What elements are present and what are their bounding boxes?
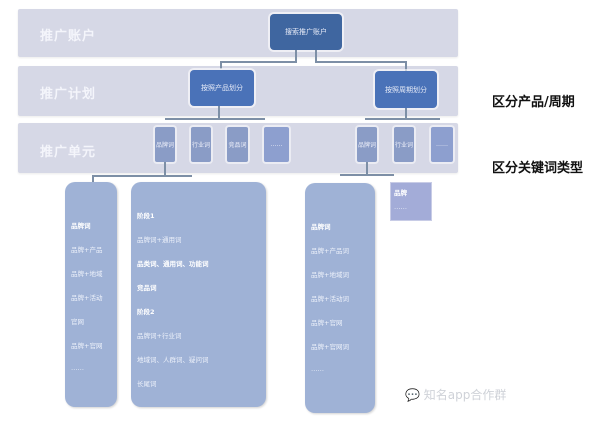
plan-annotation: 区分产品/周期 (492, 95, 575, 110)
plan-node-label: 按照产品划分 (201, 84, 243, 92)
unit-node: 品牌词 (357, 127, 377, 162)
unit-node-label: 品牌词 (357, 142, 376, 149)
column-item: 品类词、通用词、功能词 (137, 260, 209, 268)
column-item: 品牌+官网词 (311, 343, 349, 351)
column-item: 地域词、人群词、疑问词 (137, 356, 209, 364)
connector (295, 50, 297, 62)
unit-node-label: …… (270, 141, 283, 148)
connector (164, 162, 166, 176)
column-item: 品牌词+通用词 (137, 236, 182, 244)
column-item: 品牌词 (71, 222, 91, 230)
column-item: 品牌+产品 (71, 246, 103, 254)
connector (315, 61, 407, 63)
column-item: 品牌词+行业词 (137, 332, 182, 340)
row-label-plan: 推广计划 (40, 87, 97, 102)
account-node-label: 搜索推广账户 (285, 28, 327, 36)
band-account (18, 9, 458, 57)
column-right: 品牌词 品牌+产品词 品牌+地域词 品牌+活动词 品牌+官网 品牌+官网词 …… (305, 183, 375, 413)
unit-node: 行业词 (191, 127, 211, 162)
column-item: …… (71, 364, 84, 372)
unit-node: 行业词 (394, 127, 414, 162)
column-item: 竞品词 (137, 284, 157, 292)
unit-node-label: 竞品词 (228, 142, 247, 149)
plan-node-cycle: 按照周期划分 (375, 71, 437, 108)
unit-node-more: …… (431, 127, 453, 162)
connector (165, 118, 265, 120)
unit-node-label: …… (436, 141, 448, 148)
column-left: 品牌词 品牌+产品 品牌+地域 品牌+活动 官网 品牌+官网 …… (65, 182, 117, 407)
column-item: 品牌+地域词 (311, 271, 349, 279)
small-box: 品牌 …… (390, 182, 432, 221)
column-item: 品牌+地域 (71, 270, 103, 278)
connector (218, 106, 220, 120)
small-box-item: …… (394, 203, 407, 211)
connector (92, 175, 94, 183)
connector (340, 174, 368, 176)
unit-node-label: 品牌词 (155, 142, 174, 149)
column-item: 品牌+官网 (71, 342, 103, 350)
small-box-item: 品牌 (394, 189, 407, 197)
column-item: 品牌+活动词 (311, 295, 349, 303)
unit-node-label: 行业词 (191, 142, 210, 149)
column-item: 长尾词 (137, 380, 157, 388)
connector (405, 108, 407, 120)
connector (315, 50, 317, 61)
watermark-text: 知名app合作群 (423, 388, 507, 402)
connector (405, 61, 407, 71)
unit-node-label: 行业词 (394, 142, 413, 149)
column-item: 阶段2 (137, 308, 155, 316)
chat-icon: 💬 (405, 388, 420, 402)
connector (368, 174, 394, 176)
connector (166, 175, 192, 177)
column-middle: 阶段1 品牌词+通用词 品类词、通用词、功能词 竞品词 阶段2 品牌词+行业词 … (131, 182, 266, 407)
connector (220, 61, 297, 63)
row-label-account: 推广账户 (40, 29, 97, 44)
column-item: 官网 (71, 318, 84, 326)
unit-node-more: …… (264, 127, 289, 162)
row-label-unit: 推广单元 (40, 145, 97, 160)
column-item: 阶段1 (137, 212, 155, 220)
column-item: 品牌+活动 (71, 294, 103, 302)
unit-node: 竞品词 (227, 127, 248, 162)
unit-node: 品牌词 (155, 127, 175, 162)
column-item: 品牌+产品词 (311, 247, 349, 255)
account-node: 搜索推广账户 (270, 14, 342, 50)
watermark: 💬 知名app合作群 (405, 386, 506, 403)
column-item: 品牌词 (311, 223, 331, 231)
connector (220, 61, 222, 69)
connector (92, 175, 166, 177)
column-item: …… (311, 365, 324, 373)
unit-annotation: 区分关键词类型 (492, 161, 584, 176)
column-item: 品牌+官网 (311, 319, 343, 327)
connector (366, 162, 368, 176)
plan-node-product: 按照产品划分 (190, 70, 254, 106)
connector (365, 118, 440, 120)
plan-node-label: 按照周期划分 (385, 85, 427, 94)
